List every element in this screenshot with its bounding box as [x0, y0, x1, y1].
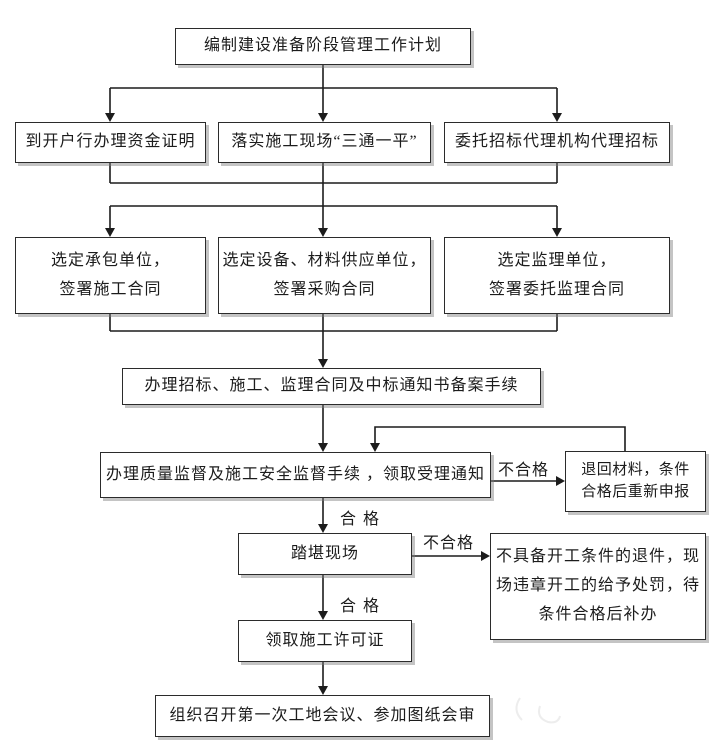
node-return-materials-line1: 退回材料，条件	[581, 461, 690, 478]
node-first-meeting: 组织召开第一次工地会议、参加图纸会审	[155, 695, 490, 737]
node-supplier: 选定设备、材料供应单位， 签署采购合同	[218, 237, 431, 314]
node-supervision: 选定监理单位， 签署委托监理合同	[444, 237, 670, 314]
node-contractor-line1: 选定承包单位，	[50, 252, 170, 270]
node-permit: 领取施工许可证	[238, 620, 412, 662]
node-supplier-line2: 签署采购合同	[273, 280, 376, 298]
node-bid-agency-label: 委托招标代理机构代理招标	[454, 133, 659, 151]
node-filing-label: 办理招标、施工、监理合同及中标通知书备案手续	[144, 377, 519, 395]
node-site-prep: 落实施工现场“三通一平”	[218, 122, 431, 163]
node-supervision-line2: 签署委托监理合同	[488, 280, 625, 298]
node-permit-label: 领取施工许可证	[265, 631, 385, 649]
node-first-meeting-label: 组织召开第一次工地会议、参加图纸会审	[169, 706, 476, 724]
node-rejection: 不具备开工条件的退件，现 场违章开工的给予处罚，待 条件合格后补办	[490, 533, 706, 640]
node-bid-agency: 委托招标代理机构代理招标	[444, 122, 670, 163]
node-rejection-line3: 条件合格后补办	[538, 606, 658, 624]
node-fund-proof-label: 到开户行办理资金证明	[25, 133, 196, 151]
node-site-visit-label: 踏堪现场	[290, 544, 359, 562]
node-contractor-line2: 签署施工合同	[59, 280, 162, 298]
node-rejection-line1: 不具备开工条件的退件，现	[495, 548, 700, 566]
node-quality-check: 办理质量监督及施工安全监督手续 ，领取受理通知	[100, 452, 491, 498]
node-contractor: 选定承包单位， 签署施工合同	[15, 237, 206, 314]
node-quality-check-label: 办理质量监督及施工安全监督手续 ，领取受理通知	[105, 465, 485, 483]
edge-label-fail-top: 不合格	[498, 462, 550, 479]
watermark	[515, 697, 561, 724]
node-supervision-line1: 选定监理单位，	[497, 252, 617, 270]
node-return-materials-line2: 合格后重新申报	[581, 484, 690, 501]
edge-label-pass-top: 合格	[340, 511, 387, 528]
node-plan: 编制建设准备阶段管理工作计划	[175, 28, 471, 65]
node-rejection-line2: 场违章开工的给予处罚，待	[495, 577, 700, 595]
node-site-visit: 踏堪现场	[238, 533, 412, 575]
node-return-materials: 退回材料，条件 合格后重新申报	[565, 451, 706, 512]
edge-label-fail-bottom: 不合格	[423, 535, 475, 552]
node-plan-label: 编制建设准备阶段管理工作计划	[203, 37, 442, 55]
edge-label-pass-bottom: 合格	[340, 598, 387, 615]
node-fund-proof: 到开户行办理资金证明	[15, 122, 206, 163]
node-site-prep-label: 落实施工现场“三通一平”	[231, 133, 418, 151]
node-filing: 办理招标、施工、监理合同及中标通知书备案手续	[122, 368, 541, 405]
node-supplier-line1: 选定设备、材料供应单位，	[222, 252, 427, 270]
